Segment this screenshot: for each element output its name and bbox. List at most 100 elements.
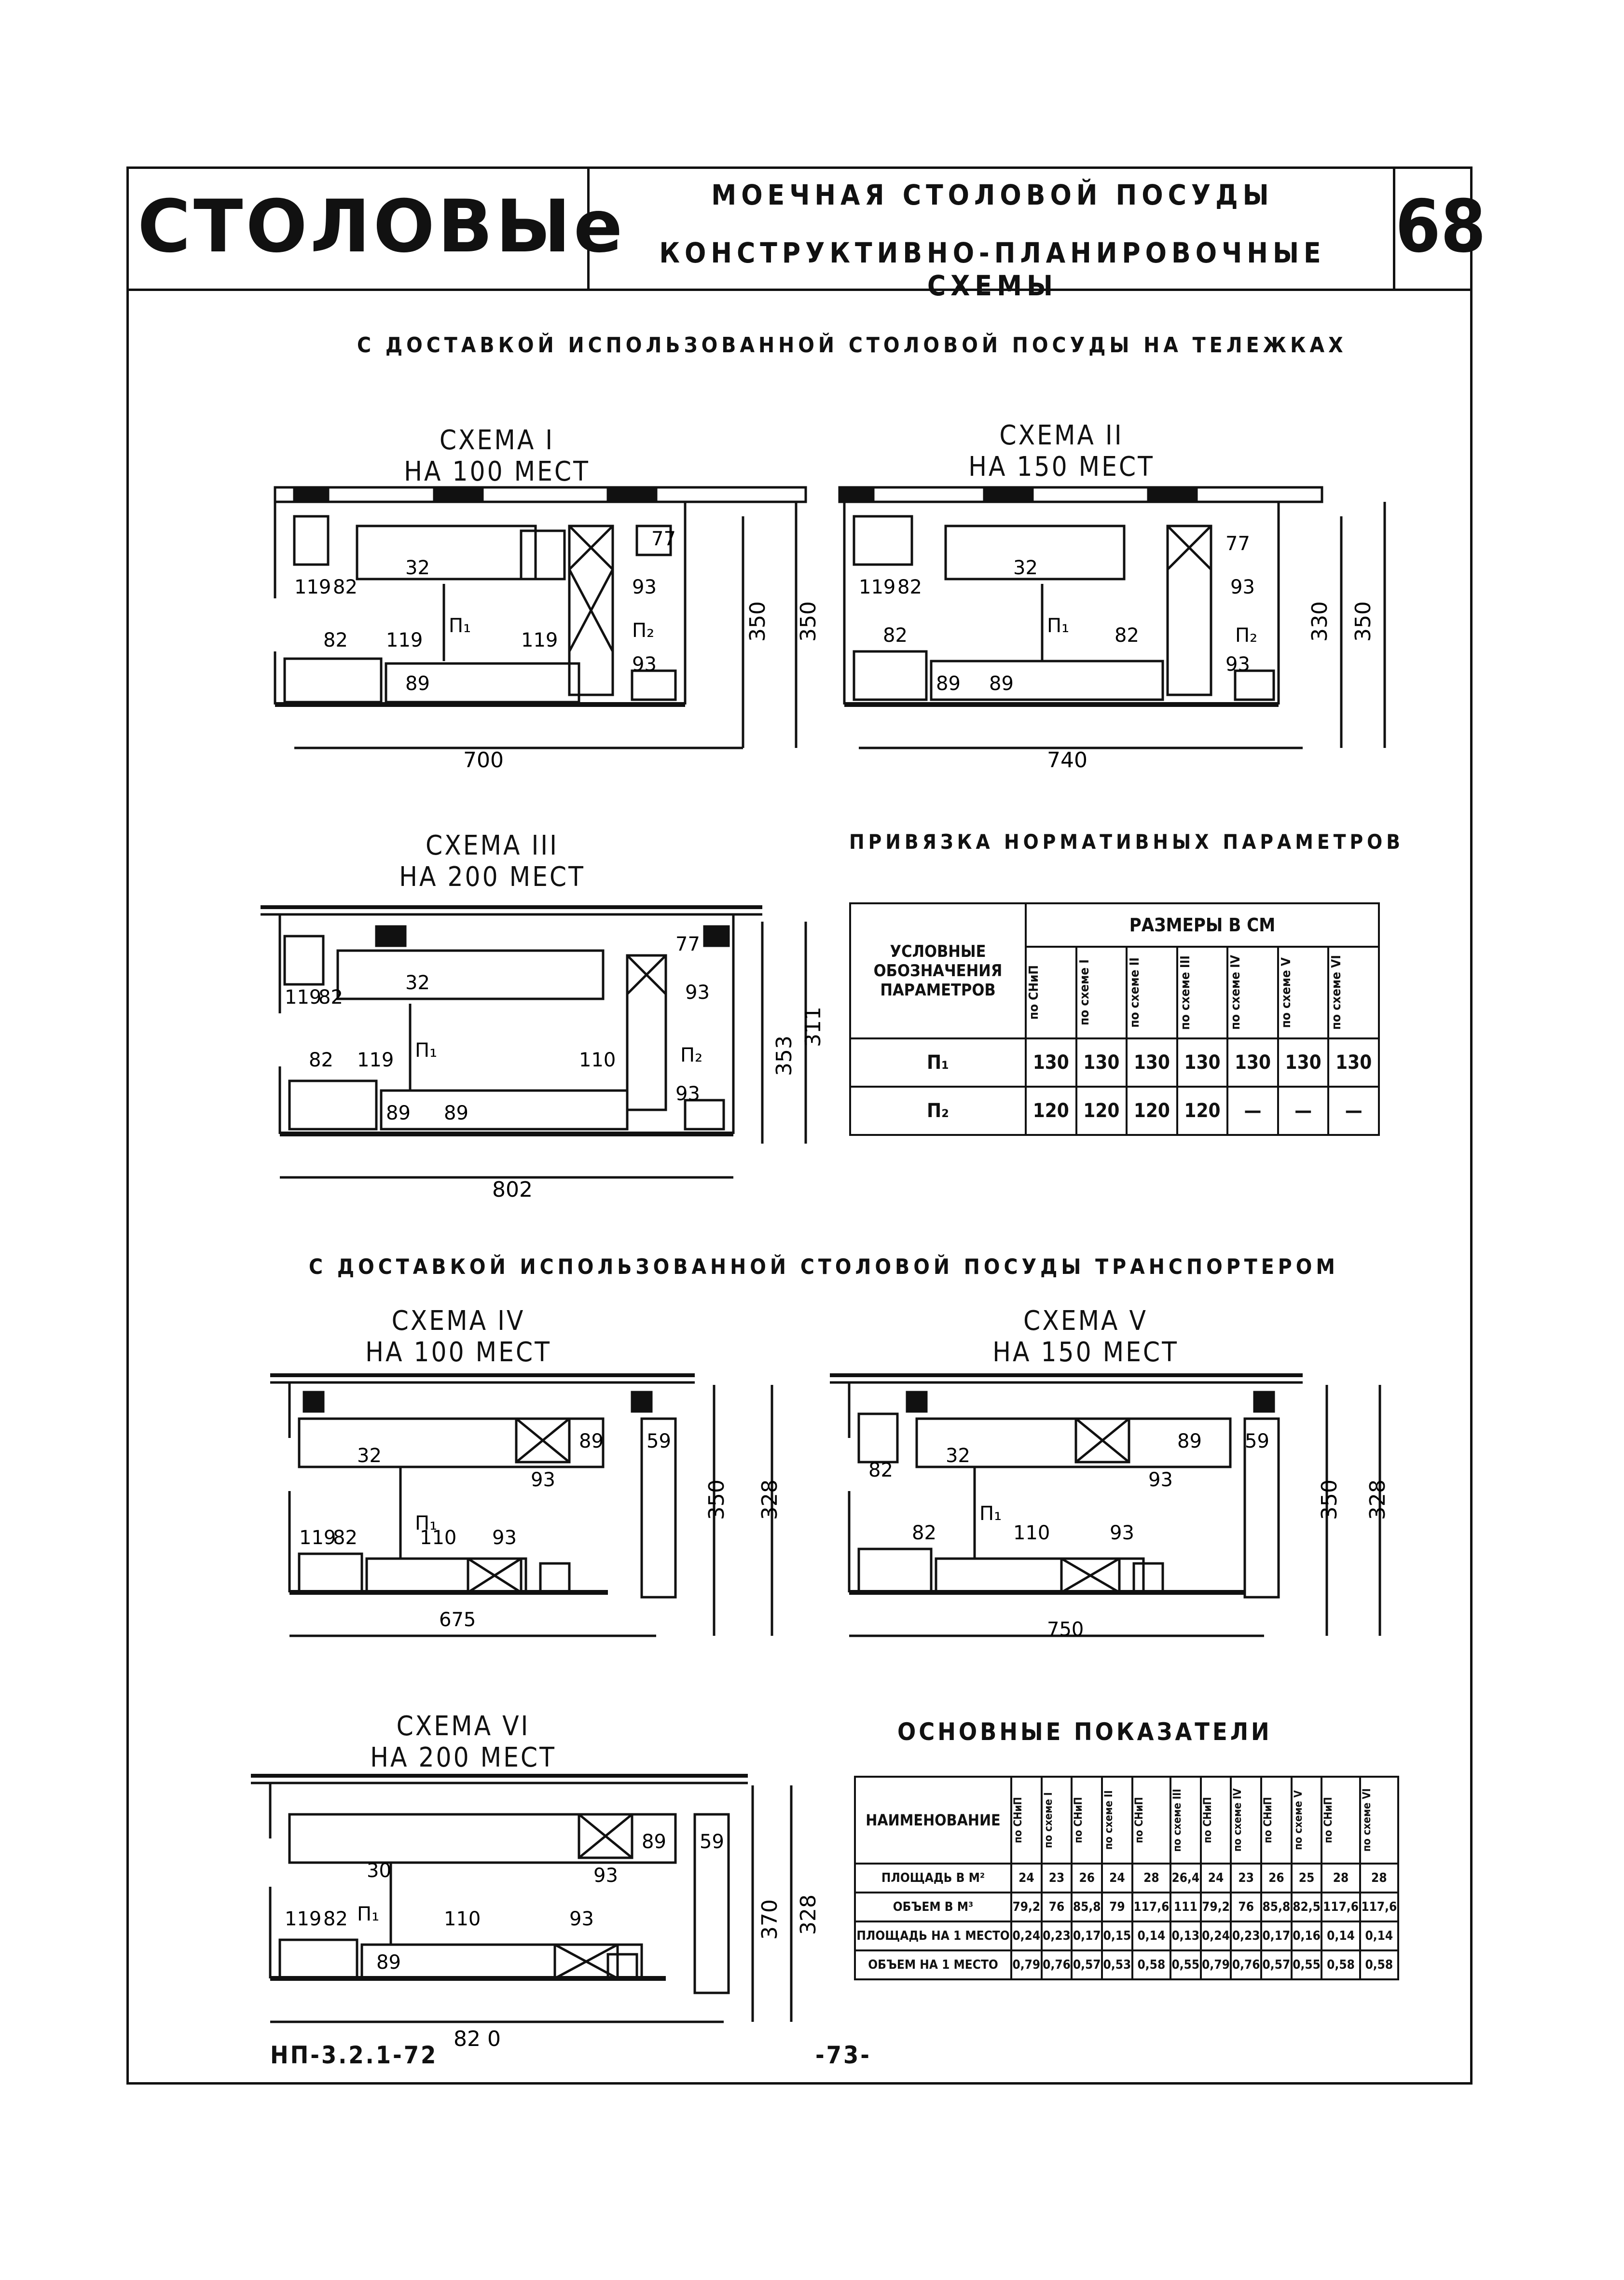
label-82a: 82 [318, 986, 343, 1009]
main-cell: 28 [1359, 1863, 1400, 1893]
label-77: 77 [675, 933, 700, 955]
label-p1: П₁ [415, 1512, 437, 1534]
norm-cell: 130 [1176, 1037, 1229, 1088]
label-89a: 89 [936, 673, 961, 695]
norm-cell: — [1226, 1086, 1279, 1136]
label-93b: 93 [492, 1527, 517, 1549]
label-93a: 93 [531, 1469, 555, 1491]
main-cell: 28 [1131, 1863, 1171, 1893]
main-cell: 0,79 [1199, 1949, 1232, 1980]
main-indicators-table: НАИМЕНОВАНИЕ по СНиП по схеме I по СНиП … [854, 1776, 1400, 1980]
label-p2: П₂ [680, 1044, 702, 1066]
scheme-3-plan: 32 77 93 93 89 89 119 82 82 119 110 П₁ П… [261, 905, 825, 1202]
main-cell: 26,4 [1169, 1863, 1202, 1893]
main-cell: 24 [1010, 1863, 1043, 1893]
norm-cell: 120 [1025, 1086, 1077, 1136]
label-p1: П₁ [357, 1903, 379, 1925]
main-cell: 79,2 [1199, 1892, 1232, 1922]
scheme-5-width: 750 [1047, 1618, 1084, 1641]
scheme-1-dim-a: 350 [745, 601, 770, 642]
label-89: 89 [1177, 1430, 1202, 1452]
label-119c: 119 [521, 629, 558, 651]
main-cell: 0,58 [1359, 1949, 1400, 1980]
scheme-1-dim-b: 350 [796, 601, 820, 642]
main-cell: 0,53 [1101, 1949, 1133, 1980]
main-cell: 25 [1290, 1863, 1323, 1893]
norm-cell: 130 [1126, 1037, 1178, 1088]
main-cell: 26 [1260, 1863, 1293, 1893]
label-30: 30 [367, 1860, 391, 1882]
label-82b: 82 [912, 1522, 936, 1544]
label-119: 119 [299, 1527, 336, 1549]
page-frame [126, 166, 1473, 2085]
main-cell: 0,79 [1010, 1949, 1043, 1980]
main-col: по СНиП [1321, 1776, 1361, 1865]
main-row-name: ПЛОЩАДЬ НА 1 МЕСТО [854, 1921, 1012, 1951]
label-110: 110 [579, 1049, 616, 1071]
page-title-line1: МОЕЧНАЯ СТОЛОВОЙ ПОСУДЫ [711, 179, 1274, 211]
label-119: 119 [859, 576, 895, 598]
norm-col-5: по схеме V [1277, 946, 1330, 1039]
main-cell: 117,6 [1359, 1892, 1400, 1922]
section-heading-conveyor: С ДОСТАВКОЙ ИСПОЛЬЗОВАННОЙ СТОЛОВОЙ ПОСУ… [309, 1255, 1339, 1279]
norm-cell: 130 [1327, 1037, 1380, 1088]
norm-table: УСЛОВНЫЕ ОБОЗНАЧЕНИЯ ПАРАМЕТРОВ РАЗМЕРЫ … [849, 902, 1380, 1136]
scheme-5-dim-a: 350 [1317, 1479, 1342, 1520]
scheme-1-plan: 32 77 93 93 89 119 82 82 119 119 П₁ П₂ 7… [274, 486, 820, 773]
main-cell: 0,58 [1131, 1949, 1171, 1980]
label-77: 77 [651, 528, 676, 550]
main-cell: 23 [1040, 1863, 1073, 1893]
label-59: 59 [700, 1831, 724, 1853]
scheme-4-width: 675 [439, 1609, 476, 1631]
page-title-line2: КОНСТРУКТИВНО-ПЛАНИРОВОЧНЫЕ СХЕМЫ [659, 236, 1326, 302]
main-cell: 23 [1230, 1863, 1263, 1893]
main-cell: 28 [1321, 1863, 1361, 1893]
label-110: 110 [420, 1527, 456, 1549]
norm-row-name: П₁ [849, 1037, 1027, 1088]
main-cell: 0,55 [1290, 1949, 1323, 1980]
header-band [126, 166, 1473, 291]
main-cell: 24 [1199, 1863, 1232, 1893]
label-119: 119 [285, 1908, 321, 1930]
main-col: по СНиП [1010, 1776, 1043, 1865]
label-82: 82 [333, 1527, 358, 1549]
norm-cell: 130 [1226, 1037, 1279, 1088]
norm-table-caption: ПРИВЯЗКА НОРМАТИВНЫХ ПАРАМЕТРОВ [849, 830, 1404, 854]
document-code: НП-3.2.1-72 [270, 2041, 438, 2069]
norm-col-0: по СНиП [1025, 946, 1077, 1039]
main-cell: 82,5 [1290, 1892, 1323, 1922]
label-93b: 93 [1110, 1522, 1134, 1544]
main-cell: 0,15 [1101, 1921, 1133, 1951]
main-cell: 0,14 [1131, 1921, 1171, 1951]
main-cell: 0,76 [1040, 1949, 1073, 1980]
header-brand-cell [126, 166, 590, 291]
label-82a: 82 [333, 576, 358, 598]
label-89b: 89 [989, 673, 1014, 695]
norm-row-name: П₂ [849, 1086, 1027, 1136]
label-82a: 82 [868, 1459, 893, 1481]
main-col: по схеме I [1040, 1776, 1073, 1865]
main-cell: 0,17 [1071, 1921, 1103, 1951]
main-cell: 79,2 [1010, 1892, 1043, 1922]
main-col: по схеме IV [1230, 1776, 1263, 1865]
label-93a: 93 [632, 576, 657, 598]
label-119a: 119 [294, 576, 331, 598]
main-col: по схеме V [1290, 1776, 1323, 1865]
label-p1: П₁ [449, 615, 471, 637]
header-title-cell [590, 166, 1395, 291]
label-32: 32 [405, 972, 430, 994]
main-table-caption: ОСНОВНЫЕ ПОКАЗАТЕЛИ [897, 1718, 1272, 1746]
label-82: 82 [323, 1908, 348, 1930]
label-82a: 82 [897, 576, 922, 598]
norm-cell: 130 [1075, 1037, 1128, 1088]
scheme-4-dim-b: 328 [757, 1479, 782, 1520]
main-cell: 0,16 [1290, 1921, 1323, 1951]
main-col: по схеме III [1169, 1776, 1202, 1865]
norm-cell: — [1327, 1086, 1380, 1136]
label-59: 59 [647, 1430, 671, 1452]
label-110: 110 [444, 1908, 481, 1930]
